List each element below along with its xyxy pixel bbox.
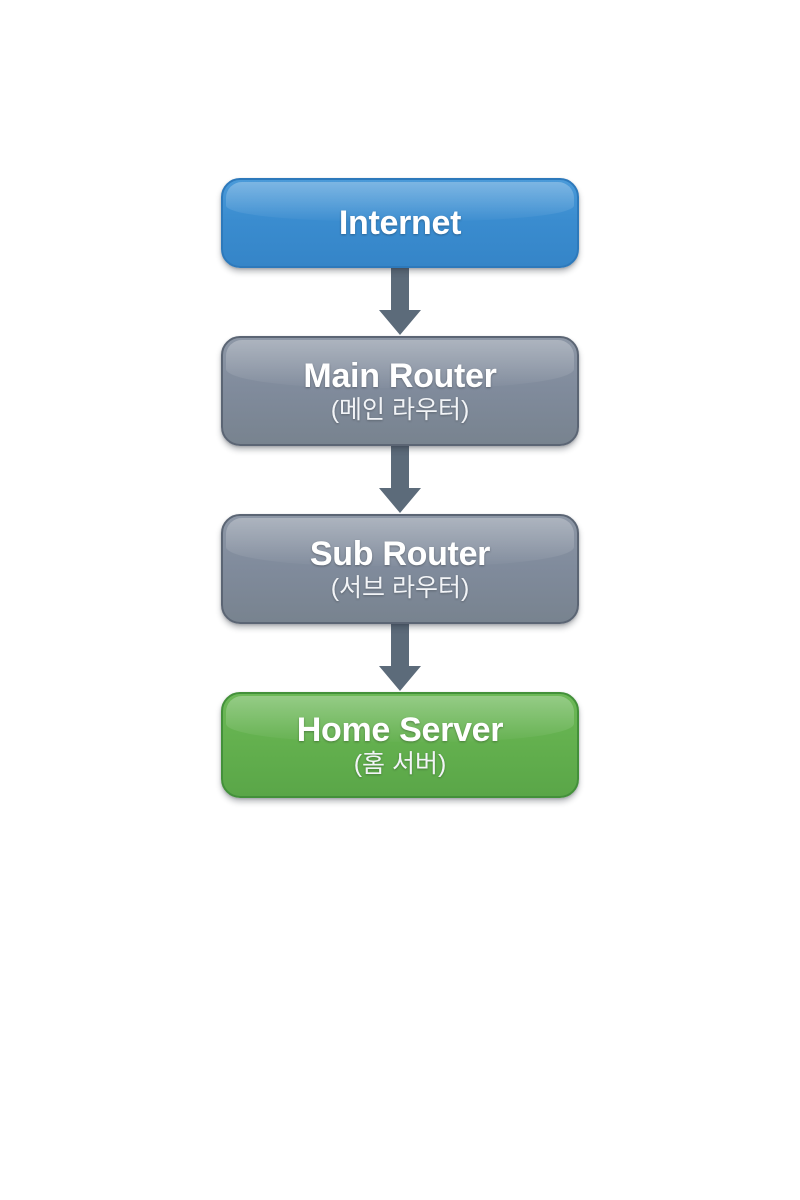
arrow-down-icon-internet-to-main-router xyxy=(378,268,422,336)
node-sub-router-subtitle: (서브 라우터) xyxy=(330,573,470,602)
node-main-router-title: Main Router xyxy=(303,356,497,395)
arrow-down-icon-sub-router-to-home-server xyxy=(378,624,422,692)
node-sub-router-title: Sub Router xyxy=(309,534,491,573)
node-internet-title: Internet xyxy=(338,203,462,242)
node-sub-router[interactable]: Sub Router (서브 라우터) xyxy=(221,514,579,624)
flow-container: Internet Main Router (메인 라우터) Sub Router… xyxy=(0,178,800,798)
arrow-down-icon-main-router-to-sub-router xyxy=(378,446,422,514)
node-home-server[interactable]: Home Server (홈 서버) xyxy=(221,692,579,798)
node-home-server-title: Home Server xyxy=(296,710,504,749)
node-internet[interactable]: Internet xyxy=(221,178,579,268)
node-main-router-subtitle: (메인 라우터) xyxy=(330,395,470,424)
node-home-server-subtitle: (홈 서버) xyxy=(353,749,447,778)
node-main-router[interactable]: Main Router (메인 라우터) xyxy=(221,336,579,446)
